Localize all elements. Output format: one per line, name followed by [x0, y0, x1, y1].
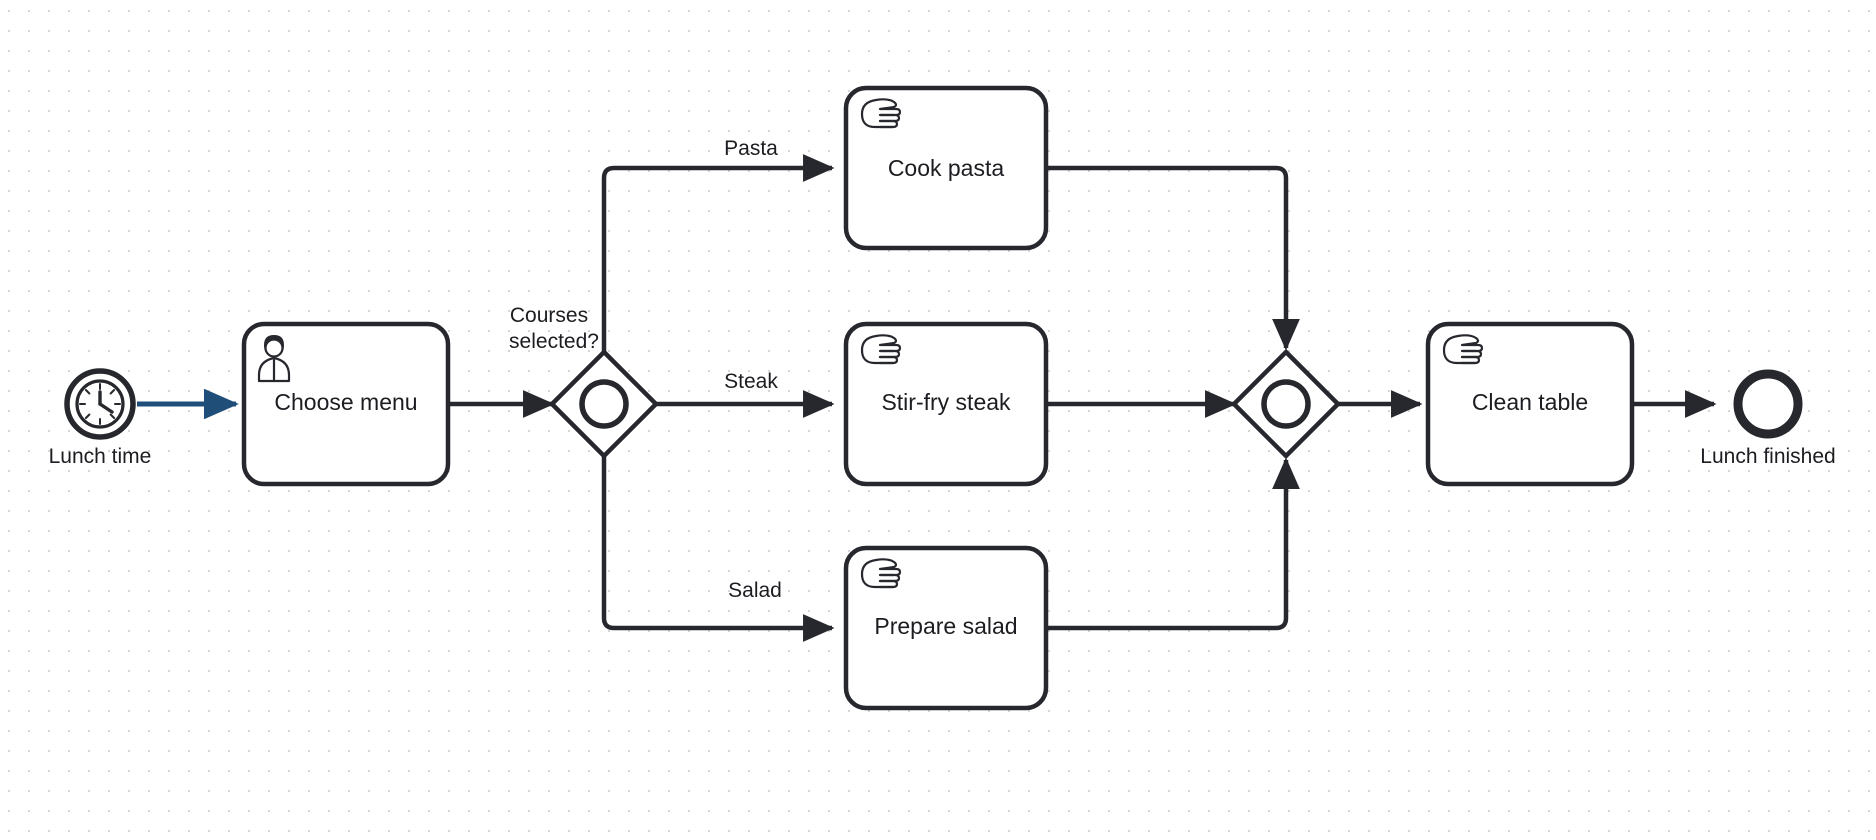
task-label: Clean table	[1472, 389, 1588, 415]
flow-line	[1046, 457, 1300, 631]
task-label: Prepare salad	[874, 613, 1017, 639]
task-box	[843, 85, 1049, 251]
flow-label-pasta: Pasta	[724, 137, 778, 160]
hand-icon	[860, 558, 902, 589]
inclusive-circle-icon	[579, 379, 629, 429]
gateway-diamond	[1230, 348, 1342, 460]
task-label: Stir-fry steak	[881, 389, 1011, 415]
task-clean-table[interactable]: Clean table	[1425, 321, 1635, 487]
task-box	[843, 321, 1049, 487]
flow-label-steak: Steak	[724, 370, 778, 393]
task-stir-fry-steak[interactable]: Stir-fry steak	[843, 321, 1049, 487]
flow-prepare-salad-to-merge[interactable]	[1046, 457, 1300, 631]
flow-line	[601, 456, 835, 642]
gateway-label-line1: Courses	[510, 304, 588, 327]
start-event-label: Lunch time	[49, 445, 152, 468]
flow-line	[601, 154, 835, 352]
flow-cook-pasta-to-merge[interactable]	[1046, 165, 1300, 351]
task-cook-pasta[interactable]: Cook pasta	[843, 85, 1049, 251]
gateway-courses-selected[interactable]: Courses selected?	[509, 304, 660, 460]
task-box	[241, 321, 451, 487]
flow-gateway-to-cook-pasta[interactable]: Pasta	[601, 137, 835, 352]
gateway-label-line2: selected?	[509, 330, 599, 353]
start-event-lunch-time[interactable]: Lunch time	[49, 368, 152, 468]
flow-gateway-to-stir-fry-steak[interactable]: Steak	[656, 370, 835, 418]
user-icon	[257, 335, 291, 383]
task-label: Cook pasta	[888, 155, 1005, 181]
task-label: Choose menu	[274, 389, 417, 415]
hand-icon	[860, 98, 902, 129]
end-event-label: Lunch finished	[1700, 445, 1835, 468]
task-prepare-salad[interactable]: Prepare salad	[843, 545, 1049, 711]
task-choose-menu[interactable]: Choose menu	[241, 321, 451, 487]
clock-ticks	[79, 383, 121, 425]
task-box	[1425, 321, 1635, 487]
end-event-circle	[1733, 369, 1803, 439]
inclusive-circle-icon	[1261, 379, 1311, 429]
task-box	[843, 545, 1049, 711]
clock-hand-hour	[98, 402, 114, 414]
gateway-diamond	[548, 348, 660, 460]
flow-label-salad: Salad	[728, 579, 782, 602]
flow-line	[1046, 165, 1300, 351]
hand-icon	[1442, 334, 1484, 365]
gateway-merge[interactable]	[1230, 348, 1342, 460]
end-event-lunch-finished[interactable]: Lunch finished	[1700, 369, 1836, 468]
hand-icon	[860, 334, 902, 365]
flow-gateway-to-prepare-salad[interactable]: Salad	[601, 456, 835, 642]
